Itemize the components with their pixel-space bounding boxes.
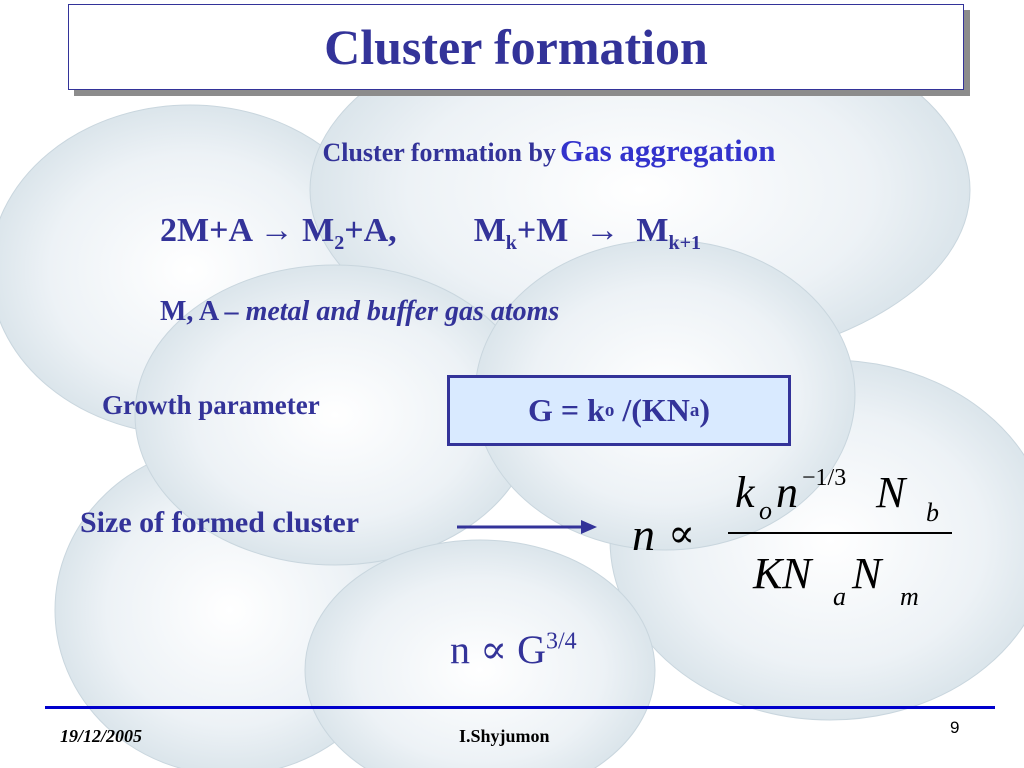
scaling-n: n (450, 627, 470, 672)
page-number: 9 (950, 718, 960, 737)
cluster-size-formula: n ∝ k o n −1/3 N b K N a N m (632, 465, 952, 611)
growth-formula-end: ) (699, 392, 711, 428)
bubble (304, 539, 656, 768)
denominator-N1-subscript: a (833, 582, 846, 611)
scaling-relation: n ∝ G3/4 (450, 626, 577, 673)
scaling-exponent: 3/4 (545, 628, 577, 655)
reaction2-arrow: → (585, 212, 620, 249)
growth-formula-mid: /(KN (622, 392, 690, 428)
footer-date: 19/12/2005 (60, 726, 143, 746)
reaction1-m-subscript: 2 (334, 231, 345, 254)
denominator-N1: N (781, 549, 814, 598)
reaction2-tail: +M (516, 212, 569, 249)
numerator-exponent: −1/3 (802, 465, 846, 491)
symbols-prefix: M, A – (160, 296, 239, 327)
denominator-K: K (752, 549, 785, 598)
cluster-size-label: Size of formed cluster (80, 506, 360, 539)
growth-formula-k-subscript: o (604, 399, 615, 421)
reaction2-m-subscript: k (505, 231, 517, 254)
footer-divider (45, 706, 995, 709)
growth-formula-n-subscript: a (689, 399, 700, 421)
formula-propto: ∝ (668, 511, 695, 556)
numerator-k: k (735, 468, 756, 517)
scaling-propto: ∝ (480, 627, 508, 672)
footer-author: I.Shyjumon (459, 726, 550, 746)
reaction1-arrow: → (259, 212, 294, 249)
reaction2-rhs-subscript: k+1 (668, 231, 701, 254)
numerator-n: n (776, 468, 798, 517)
reaction1-m: M (302, 212, 335, 249)
reaction1-rhs-tail: +A, (344, 212, 397, 249)
reaction2-rhs: M (636, 212, 669, 249)
reaction1-lhs: 2M+A (160, 212, 252, 249)
formula-n: n (632, 509, 655, 560)
numerator-N-subscript: b (926, 498, 939, 527)
growth-formula-lhs: G = k (527, 392, 605, 428)
symbols-description: metal and buffer gas atoms (245, 296, 560, 327)
subtitle-highlight: Gas aggregation (559, 133, 776, 168)
subtitle-prefix: Cluster formation by (322, 138, 556, 167)
scaling-g: G (517, 627, 546, 672)
growth-parameter-label: Growth parameter (102, 390, 320, 420)
denominator-N2: N (851, 549, 884, 598)
reaction2-m: M (473, 212, 506, 249)
right-arrow-icon (457, 520, 597, 534)
slide-title: Cluster formation (324, 19, 708, 75)
denominator-N2-subscript: m (900, 582, 919, 611)
numerator-N: N (875, 468, 908, 517)
numerator-k-subscript: o (759, 496, 772, 525)
title-box: Cluster formation (68, 4, 964, 90)
subtitle: Cluster formation by Gas aggregation (0, 133, 1024, 169)
reaction-equations: 2M+A → M2+A, Mk+M → Mk+1 (160, 212, 701, 255)
symbols-definition: M, A – metal and buffer gas atoms (160, 296, 559, 328)
